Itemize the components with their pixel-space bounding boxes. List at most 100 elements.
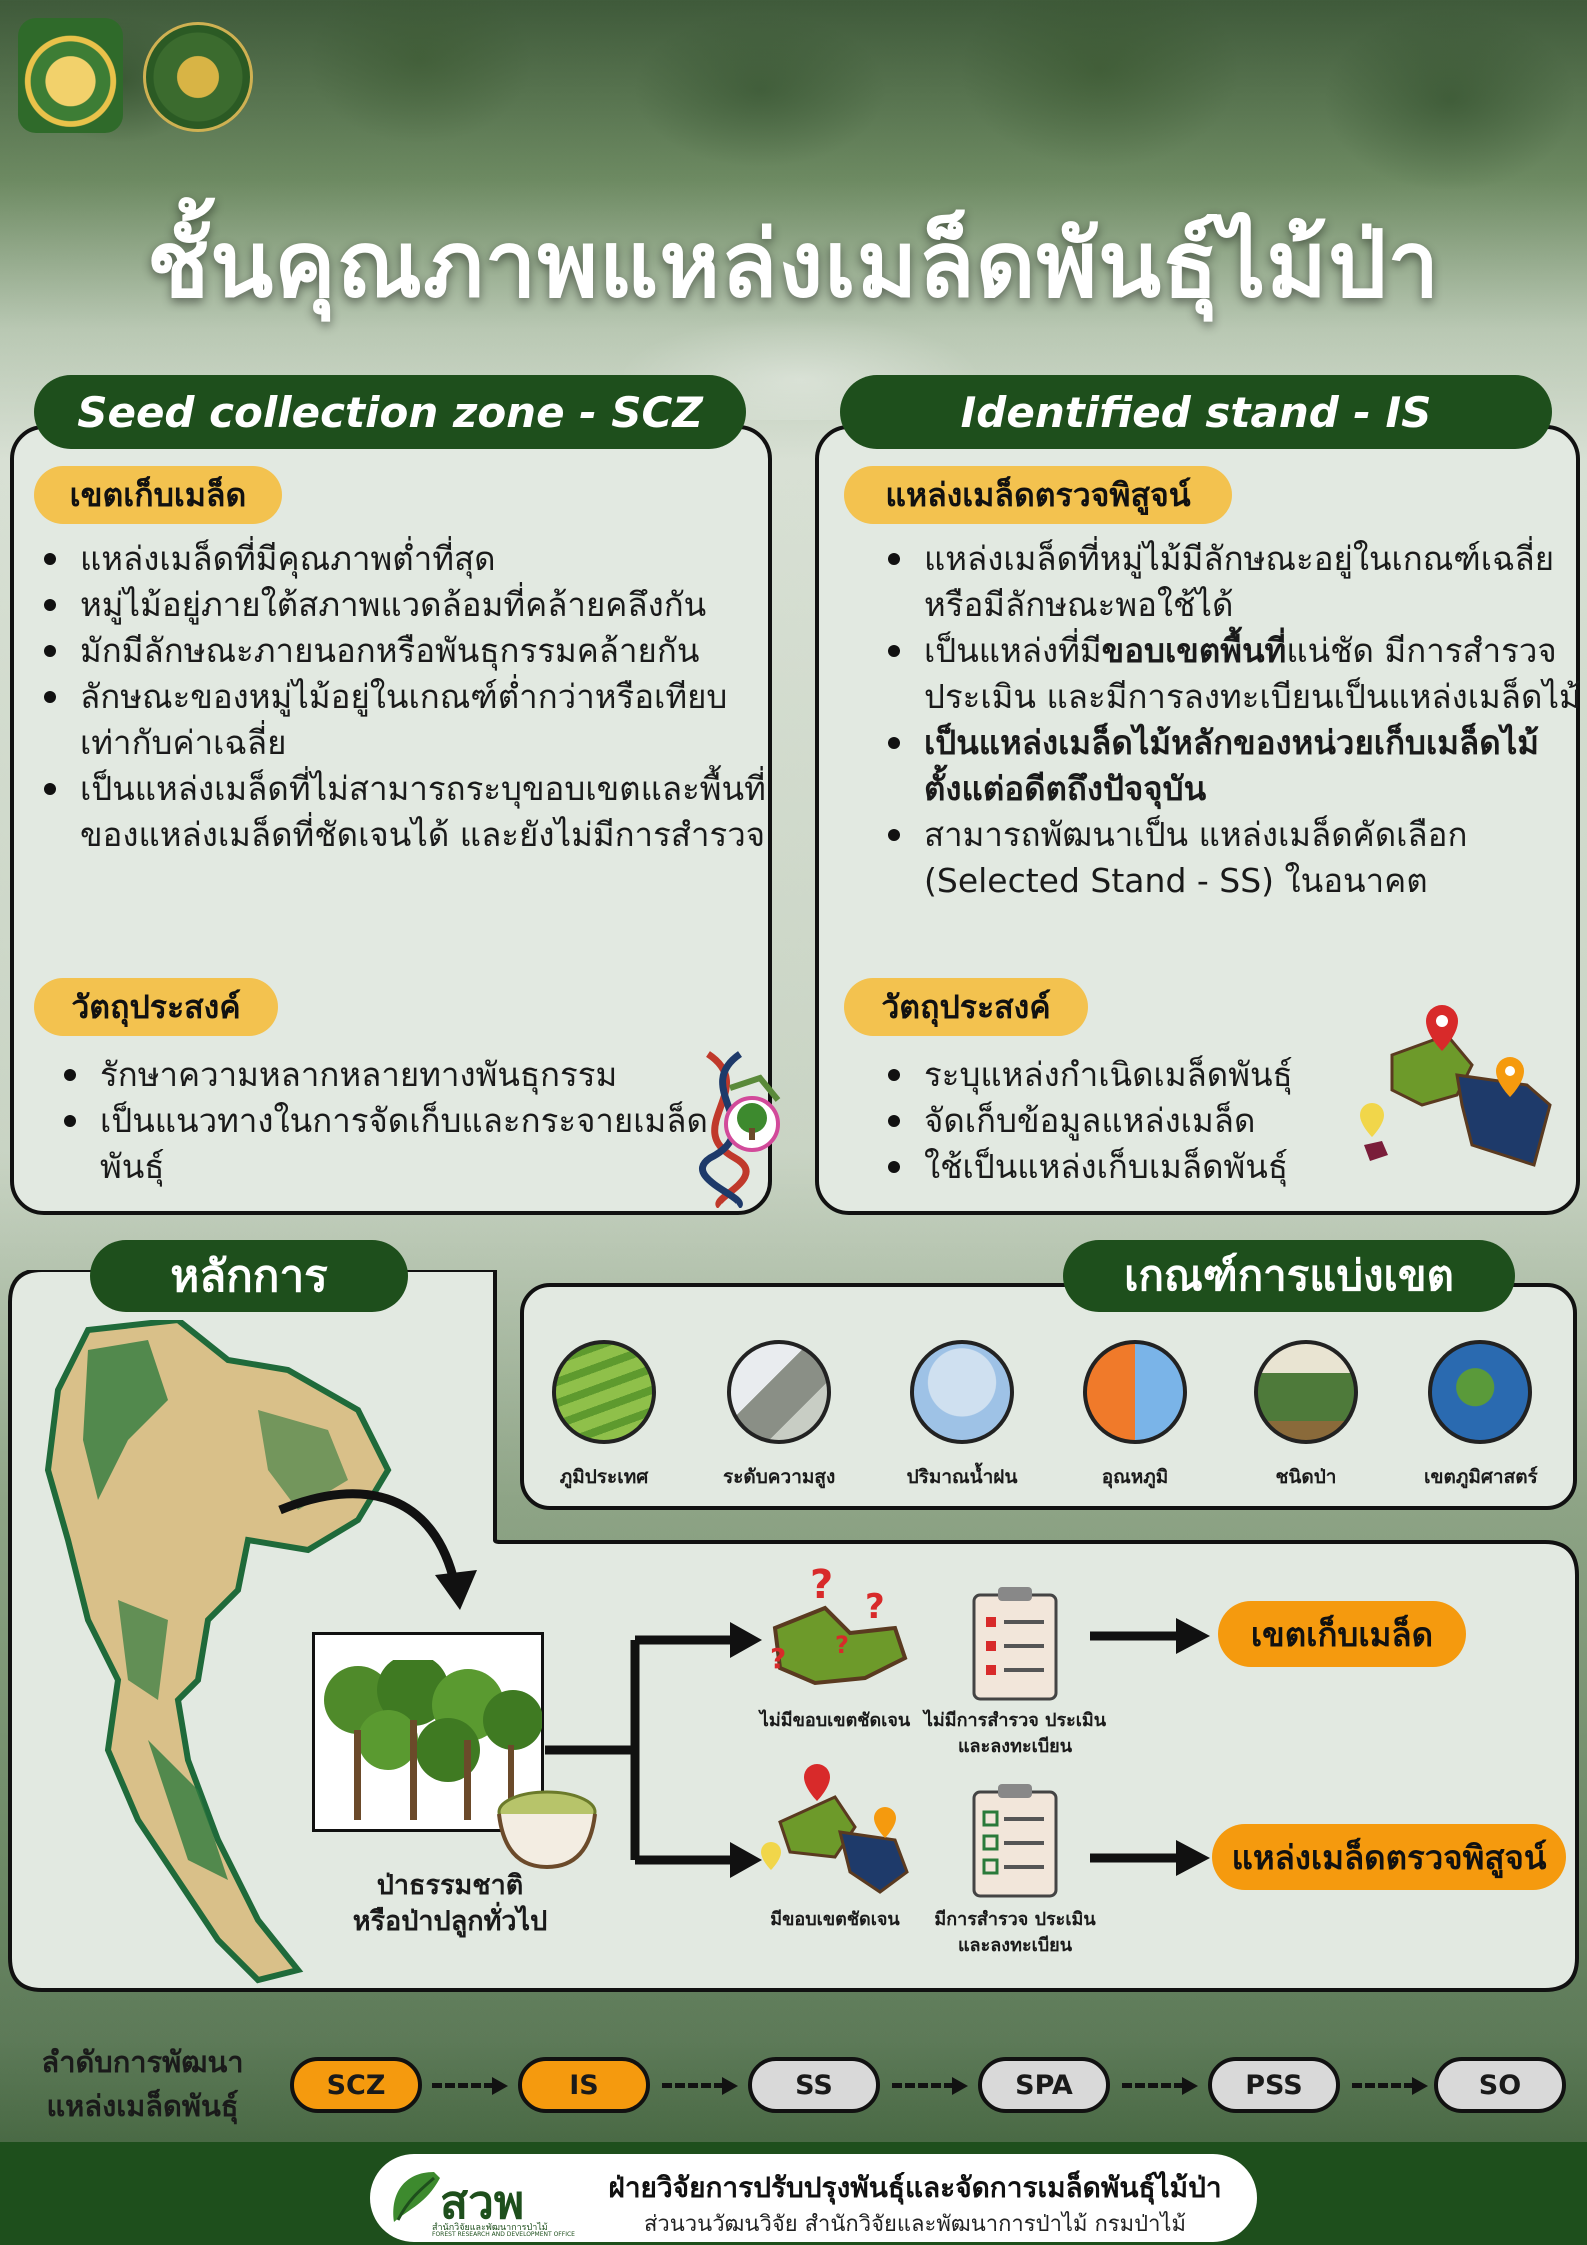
upper-result-arrow-icon (1090, 1618, 1210, 1654)
list-item: จัดเก็บข้อมูลแหล่งเมล็ด (888, 1098, 1444, 1144)
royal-emblem-icon (18, 18, 123, 133)
caption-line: และลงทะเบียน (957, 1736, 1073, 1757)
footer-logo-subtext-en: FOREST RESEARCH AND DEVELOPMENT OFFICE (432, 2231, 575, 2238)
criteria-label: ภูมิประเทศ (559, 1466, 649, 1488)
scz-header: Seed collection zone - SCZ (34, 375, 746, 449)
seed-bowl-icon (497, 1790, 597, 1870)
result-identified-stand: แหล่งเมล็ดตรวจพิสูจน์ (1212, 1824, 1566, 1890)
forest-background (0, 0, 1587, 420)
is-bullet-list: แหล่งเมล็ดที่หมู่ไม้มีลักษณะอยู่ในเกณฑ์เ… (876, 536, 1587, 904)
list-item: เป็นแหล่งที่มีขอบเขตพื้นที่แน่ชัด มีการส… (888, 628, 1587, 720)
page-title: ชั้นคุณภาพแหล่งเมล็ดพันธุ์ไม้ป่า (146, 211, 1441, 318)
footer-logo-text: สวพ (440, 2175, 525, 2229)
rainfall-icon (910, 1340, 1014, 1444)
list-item: เป็นแหล่งเมล็ดที่ไม่สามารถระบุขอบเขตและพ… (44, 766, 800, 858)
principle-header: หลักการ (90, 1240, 408, 1312)
map-pins-icon (1360, 1005, 1552, 1167)
scz-objective-tag: วัตถุประสงค์ (34, 978, 278, 1036)
footer-line2: ส่วนวนวัฒนวิจัย สำนักวิจัยและพัฒนาการป่า… (643, 2212, 1187, 2237)
thailand-relief-map-icon (44, 1320, 392, 1984)
criteria-terrain: ภูมิประเทศ (548, 1340, 660, 1492)
criteria-label: เขตภูมิศาสตร์ (1424, 1466, 1538, 1488)
step-so: SO (1434, 2057, 1566, 2113)
checked-clipboard-icon (972, 1784, 1058, 1898)
lower-map-caption: มีขอบเขตชัดเจน (770, 1909, 900, 1930)
dna-tree-icon (699, 1051, 781, 1208)
step-arrow-icon (892, 2077, 968, 2095)
sequence-label-line1: ลำดับการพัฒนา (41, 2045, 244, 2079)
forest-label-line1: ป่าธรรมชาติ (376, 1870, 524, 1901)
scz-panel (10, 425, 772, 1215)
svg-text:?: ? (865, 1587, 885, 1627)
list-item: แหล่งเมล็ดที่หมู่ไม้มีลักษณะอยู่ในเกณฑ์เ… (888, 536, 1587, 628)
is-objective-tag: วัตถุประสงค์ (844, 978, 1088, 1036)
sequence-label-line2: แหล่งเมล็ดพันธุ์ (46, 2089, 239, 2123)
list-item: ใช้เป็นแหล่งเก็บเมล็ดพันธุ์ (888, 1144, 1444, 1190)
branch-arrows-icon (545, 1622, 762, 1878)
list-item: เป็นแหล่งเมล็ดไม้หลักของหน่วยเก็บเมล็ดไม… (888, 720, 1587, 812)
forest-department-seal-icon (143, 22, 253, 132)
frdo-leaf-logo-icon (393, 2172, 440, 2222)
criteria-label: ปริมาณน้ำฝน (906, 1466, 1018, 1488)
bullet-text: เป็นแหล่งที่มี (924, 631, 1102, 670)
criteria-label: ชนิดป่า (1275, 1466, 1337, 1488)
list-item: ระบุแหล่งกำเนิดเมล็ดพันธุ์ (888, 1052, 1444, 1098)
upper-doc-caption: ไม่มีการสำรวจ ประเมิน และลงทะเบียน (910, 1708, 1120, 1760)
step-spa: SPA (978, 2057, 1110, 2113)
temperature-icon (1083, 1340, 1187, 1444)
forest-type-icon (1254, 1340, 1358, 1444)
criteria-forest-type: ชนิดป่า (1250, 1340, 1362, 1492)
unchecked-clipboard-icon (972, 1587, 1058, 1701)
footer-line1: ฝ่ายวิจัยการปรับปรุงพันธุ์และจัดการเมล็ด… (608, 2171, 1222, 2204)
list-item: หมู่ไม้อยู่ภายใต้สภาพแวดล้อมที่คล้ายคลึง… (44, 582, 800, 628)
step-arrow-icon (662, 2077, 738, 2095)
is-objective-list: ระบุแหล่งกำเนิดเมล็ดพันธุ์ จัดเก็บข้อมูล… (876, 1052, 1444, 1190)
forest-trees-icon (324, 1660, 542, 1820)
altitude-icon (727, 1340, 831, 1444)
scz-tag: เขตเก็บเมล็ด (34, 466, 282, 524)
upper-map-caption: ไม่มีขอบเขตชัดเจน (759, 1710, 911, 1731)
caption-line: มีการสำรวจ ประเมิน (934, 1909, 1096, 1930)
globe-icon (1428, 1340, 1532, 1444)
scz-bullet-list: แหล่งเมล็ดที่มีคุณภาพต่ำที่สุด หมู่ไม้อย… (32, 536, 800, 858)
scz-objective-list: รักษาความหลากหลายทางพันธุกรรม เป็นแนวทาง… (52, 1052, 740, 1190)
bullet-emphasis: ขอบเขตพื้นที่ (1101, 631, 1287, 670)
step-scz: SCZ (290, 2057, 422, 2113)
forest-label-line2: หรือป่าปลูกทั่วไป (352, 1906, 548, 1937)
caption-line: ไม่มีการสำรวจ ประเมิน (923, 1710, 1107, 1731)
step-arrow-icon (1352, 2077, 1428, 2095)
criteria-label: ระดับความสูง (723, 1466, 836, 1488)
sequence-label: ลำดับการพัฒนา แหล่งเมล็ดพันธุ์ (20, 2040, 265, 2128)
criteria-label: อุณหภูมิ (1101, 1466, 1169, 1488)
forest-label: ป่าธรรมชาติ หรือป่าปลูกทั่วไป (300, 1868, 600, 1940)
criteria-header: เกณฑ์การแบ่งเขต (1063, 1240, 1515, 1312)
list-item: รักษาความหลากหลายทางพันธุกรรม (64, 1052, 740, 1098)
svg-text:?: ? (810, 1562, 833, 1608)
criteria-panel (520, 1283, 1577, 1510)
list-item: เป็นแนวทางในการจัดเก็บและกระจายเมล็ดพันธ… (64, 1098, 740, 1190)
step-arrow-icon (432, 2077, 508, 2095)
unclear-boundary-map-icon: ? ? ? ? (770, 1562, 908, 1686)
footer-logo-subtext: สำนักวิจัยและพัฒนาการป่าไม้ (432, 2223, 548, 2233)
step-pss: PSS (1208, 2057, 1340, 2113)
result-seed-collection-zone: เขตเก็บเมล็ด (1218, 1601, 1466, 1667)
criteria-geography: เขตภูมิศาสตร์ (1424, 1340, 1538, 1492)
is-header: Identified stand - IS (840, 375, 1552, 449)
terrain-icon (552, 1340, 656, 1444)
criteria-altitude: ระดับความสูง (723, 1340, 835, 1492)
list-item: มักมีลักษณะภายนอกหรือพันธุกรรมคล้ายกัน (44, 628, 800, 674)
is-tag: แหล่งเมล็ดตรวจพิสูจน์ (844, 466, 1232, 524)
step-ss: SS (748, 2057, 880, 2113)
criteria-rainfall: ปริมาณน้ำฝน (906, 1340, 1018, 1492)
lower-result-arrow-icon (1090, 1840, 1210, 1876)
caption-line: และลงทะเบียน (957, 1935, 1073, 1956)
step-arrow-icon (1122, 2077, 1198, 2095)
footer-card (370, 2154, 1257, 2242)
lower-doc-caption: มีการสำรวจ ประเมิน และลงทะเบียน (910, 1907, 1120, 1959)
curved-arrow-icon (278, 1489, 477, 1610)
list-item: แหล่งเมล็ดที่มีคุณภาพต่ำที่สุด (44, 536, 800, 582)
criteria-temperature: อุณหภูมิ (1079, 1340, 1191, 1492)
svg-text:?: ? (835, 1631, 849, 1659)
list-item: ลักษณะของหมู่ไม้อยู่ในเกณฑ์ต่ำกว่าหรือเท… (44, 674, 800, 766)
step-is: IS (518, 2057, 650, 2113)
